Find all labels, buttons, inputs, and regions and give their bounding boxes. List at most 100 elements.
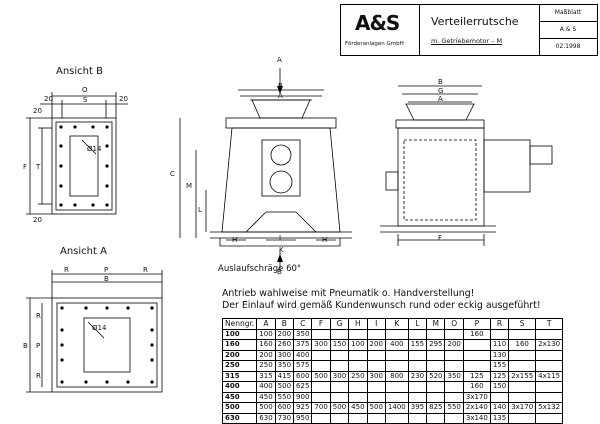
table-cell xyxy=(311,328,331,340)
table-cell xyxy=(366,381,386,393)
dim-h-front2: H xyxy=(322,236,328,244)
table-size-cell: 500 xyxy=(221,402,258,414)
table-cell xyxy=(384,391,409,403)
table-cell: 160 xyxy=(462,328,491,340)
table-cell xyxy=(329,381,350,393)
table-cell: 3x170 xyxy=(462,391,491,403)
table-cell: 400 xyxy=(384,339,409,351)
dim-l-front: L xyxy=(198,206,202,214)
table-cell: 2x130 xyxy=(535,339,564,351)
table-cell: 150 xyxy=(329,339,350,351)
dim-b-side: B xyxy=(438,78,443,86)
table-cell: 1400 xyxy=(384,402,409,414)
table-cell: 200 xyxy=(274,328,295,340)
table-cell xyxy=(407,360,428,372)
table-cell xyxy=(426,328,446,340)
front-motor xyxy=(261,139,301,197)
table-cell: 550 xyxy=(444,402,464,414)
table-cell xyxy=(348,349,368,361)
table-cell xyxy=(384,360,409,372)
table-cell: 140 xyxy=(489,402,510,414)
table-cell xyxy=(366,360,386,372)
table-cell: 400 xyxy=(293,349,313,361)
table-cell: 2x140 xyxy=(462,402,491,414)
table-cell xyxy=(329,391,350,403)
table-cell xyxy=(384,381,409,393)
table-cell xyxy=(426,349,446,361)
view-a-flange-inner xyxy=(56,302,158,388)
table-cell: 3x140 xyxy=(462,412,491,424)
table-cell xyxy=(444,412,464,424)
table-cell xyxy=(348,360,368,372)
dim-r-a4: R xyxy=(36,372,41,380)
table-cell: 600 xyxy=(293,370,313,382)
drawing-title: Verteilerrutsche xyxy=(431,15,519,28)
table-cell xyxy=(366,328,386,340)
table-cell xyxy=(426,391,446,403)
table-cell xyxy=(444,360,464,372)
table-cell: 250 xyxy=(256,360,276,372)
front-top-flange xyxy=(225,117,337,129)
side-motor-end xyxy=(529,145,553,165)
table-cell xyxy=(407,349,428,361)
table-header-cell: L xyxy=(407,318,428,330)
table-cell xyxy=(489,391,510,403)
side-top-flange xyxy=(395,119,485,129)
table-cell xyxy=(366,412,386,424)
table-cell xyxy=(508,381,537,393)
table-cell xyxy=(426,381,446,393)
table-cell: 100 xyxy=(348,339,368,351)
dim-r-a3: R xyxy=(36,312,41,320)
table-header-cell: P xyxy=(462,318,491,330)
table-cell: 155 xyxy=(489,360,510,372)
table-cell: 150 xyxy=(489,381,510,393)
table-cell xyxy=(535,328,564,340)
arrow-b-label: B xyxy=(277,268,282,276)
dim-a-side: A xyxy=(438,95,443,103)
dim-20-bottom: 20 xyxy=(33,216,42,224)
note-drive: Antrieb wahlweise mit Pneumatik o. Handv… xyxy=(222,288,475,299)
table-cell xyxy=(348,391,368,403)
table-cell xyxy=(348,328,368,340)
table-cell xyxy=(508,412,537,424)
view-b-flange-outer xyxy=(51,117,117,215)
slope-label: Auslaufschräge 60° xyxy=(218,264,302,274)
table-header-cell: S xyxy=(508,318,537,330)
table-cell: 500 xyxy=(274,381,295,393)
table-cell: 4x115 xyxy=(535,370,564,382)
view-a-opening xyxy=(83,317,131,373)
sheet-type: Maßblatt xyxy=(539,5,597,22)
dim-b-a-left: B xyxy=(23,342,28,350)
table-header-cell: B xyxy=(274,318,295,330)
table-cell: 250 xyxy=(348,370,368,382)
table-cell: 230 xyxy=(407,370,428,382)
side-housing xyxy=(397,127,485,227)
table-cell: 200 xyxy=(366,339,386,351)
table-cell: 160 xyxy=(462,381,491,393)
table-cell: 350 xyxy=(293,328,313,340)
table-cell: 900 xyxy=(293,391,313,403)
table-cell xyxy=(535,412,564,424)
table-header-cell: K xyxy=(384,318,409,330)
table-cell xyxy=(489,328,510,340)
side-gearmotor xyxy=(483,139,531,193)
table-cell xyxy=(535,360,564,372)
table-cell: 825 xyxy=(426,402,446,414)
table-cell xyxy=(329,349,350,361)
table-header-cell: R xyxy=(489,318,510,330)
table-cell xyxy=(535,349,564,361)
table-cell: 300 xyxy=(311,339,331,351)
dim-20-left: 20 xyxy=(44,95,53,103)
table-cell xyxy=(444,328,464,340)
sheet-code: A & S xyxy=(539,22,597,39)
dim-k-front: K xyxy=(279,246,284,254)
table-cell: 550 xyxy=(274,391,295,403)
view-b-opening xyxy=(69,135,99,197)
company-logo: A&S Förderanlagen GmbH xyxy=(341,5,420,55)
